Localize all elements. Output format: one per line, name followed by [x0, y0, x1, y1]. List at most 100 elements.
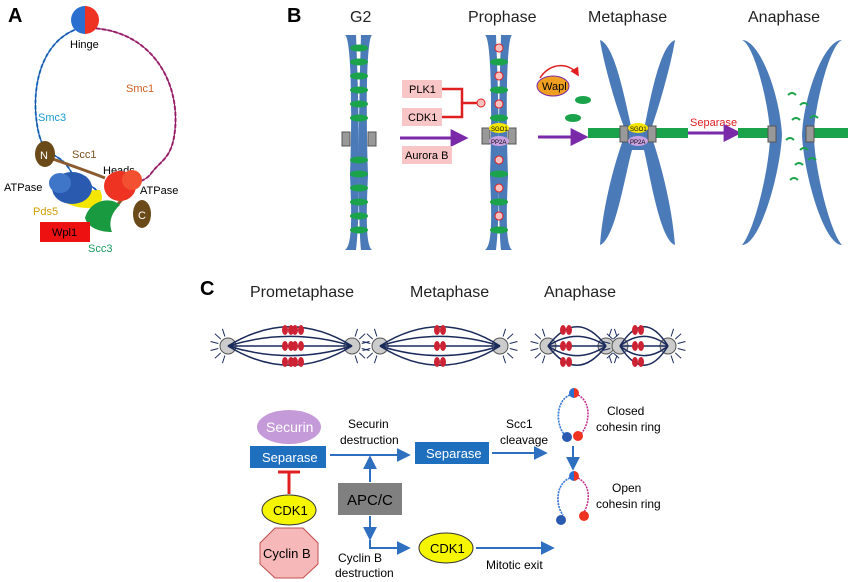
aster-ray: [670, 355, 675, 364]
chromatid: [298, 357, 304, 367]
scc3-body: [85, 200, 120, 232]
chromatid: [434, 325, 440, 335]
chromatid: [282, 341, 288, 351]
scc1-cleavage-2: cleavage: [500, 433, 548, 447]
cdk1-left-ellipse: [261, 494, 317, 526]
chromatid: [440, 357, 446, 367]
wpl1-box: [40, 222, 90, 242]
b-stage-prophase: Prophase: [468, 9, 537, 26]
scc3-label: Scc3: [88, 243, 112, 255]
closed-cohesin-ring: [557, 388, 589, 442]
cohesin-fragment: [794, 162, 804, 166]
aster-ray: [362, 348, 371, 351]
wapl-release-arrow: [539, 64, 579, 79]
aster-ray: [674, 333, 682, 340]
mitotic-spindle: [210, 325, 370, 367]
g2-cohesin-ring: [350, 212, 368, 220]
chromatid: [292, 357, 298, 367]
panel-b: B G2 Prophase Metaphase Anaphase PLK1 CD…: [287, 5, 848, 250]
chromatid: [440, 341, 446, 351]
microtubule: [547, 335, 607, 347]
cohesin-fragment: [809, 115, 819, 119]
cyclin-destruction-1: Cyclin B: [338, 551, 382, 565]
open-ring-2: cohesin ring: [596, 497, 661, 511]
microtubule: [547, 345, 607, 366]
g2-cohesin-ring: [350, 170, 368, 178]
cohesin-fragment: [785, 137, 795, 141]
g2-cohesin-ring: [350, 198, 368, 206]
chromatid: [282, 357, 288, 367]
b-stage-g2: G2: [350, 9, 371, 26]
b-stage-anaphase: Anaphase: [748, 9, 820, 26]
released-cohesin-2: [565, 114, 581, 122]
g2-cohesin-ring: [350, 184, 368, 192]
aster-ray: [534, 333, 542, 340]
smc3-label: Smc3: [38, 112, 66, 124]
chromatid: [292, 325, 298, 335]
smc1-coil: [89, 27, 177, 189]
aster-ray: [210, 348, 219, 351]
aster-ray: [602, 348, 611, 351]
phospho-site: [494, 43, 504, 53]
open-cohesin-ring: [556, 471, 589, 525]
mitotic-exit-label: Mitotic exit: [486, 558, 543, 572]
chromatid: [632, 341, 638, 351]
c-stage-metaphase: Metaphase: [410, 284, 489, 301]
microtubule: [227, 335, 353, 347]
aster-ray: [534, 352, 542, 359]
c-stage-anaphase: Anaphase: [544, 284, 616, 301]
chromatid: [566, 357, 572, 367]
cohesin-fragment: [807, 157, 817, 161]
aster-ray: [677, 341, 686, 344]
separase-left-label: Separase: [262, 450, 318, 465]
aster-ray: [602, 341, 611, 344]
prophase-cohesin-ring: [490, 226, 508, 234]
chromatid: [298, 341, 304, 351]
chromatid: [292, 341, 298, 351]
pp2a-metaphase-label: PP2A: [630, 140, 645, 146]
phospho-site: [494, 99, 504, 109]
aster-ray: [530, 348, 539, 351]
g2-cohesin-ring: [350, 226, 368, 234]
cohesin-fragment: [799, 102, 809, 106]
aster-ray: [210, 341, 219, 344]
hinge-label: Hinge: [70, 39, 99, 51]
chromatid: [638, 341, 644, 351]
aster-ray: [541, 355, 546, 364]
aster-ray: [502, 328, 507, 337]
phospho-site: [494, 155, 504, 165]
aster-ray: [608, 328, 613, 337]
sgo1-metaphase-label: SGO1: [630, 127, 647, 133]
aster-ray: [530, 341, 539, 344]
prophase-cohesin-ring: [490, 58, 508, 66]
spindles: [210, 325, 686, 367]
wapl-label: Wapl: [542, 81, 567, 93]
plk1-label: PLK1: [409, 84, 436, 96]
phospho-site: [494, 71, 504, 81]
securin-destruction-2: destruction: [340, 433, 399, 447]
mitotic-spindle: [602, 325, 686, 367]
apcc-box: [338, 483, 402, 515]
cyclin-b-label: Cyclin B: [263, 546, 311, 561]
smc1-coil-inner: [89, 27, 177, 189]
microtubule: [619, 326, 669, 347]
pds5-label: Pds5: [33, 206, 58, 218]
microtubule: [619, 345, 669, 366]
microtubule: [227, 345, 353, 357]
pp2a-prophase-label: PP2A: [491, 140, 506, 146]
kinase-bracket: [442, 87, 478, 119]
cyclin-destruction-arrow: [369, 540, 411, 555]
microtubule: [379, 345, 501, 366]
aster-ray: [221, 355, 226, 364]
prophase-cohesin-ring: [490, 198, 508, 206]
chromatid: [638, 325, 644, 335]
cohesin-fragment: [799, 147, 809, 151]
microtubule: [619, 345, 669, 357]
chromatid: [560, 357, 566, 367]
chromatid: [440, 325, 446, 335]
cohesin-fragment: [787, 92, 797, 96]
cyclin-destruction-2: destruction: [335, 566, 394, 580]
smc3-coil-inner: [34, 27, 99, 193]
aster-ray: [358, 333, 366, 340]
